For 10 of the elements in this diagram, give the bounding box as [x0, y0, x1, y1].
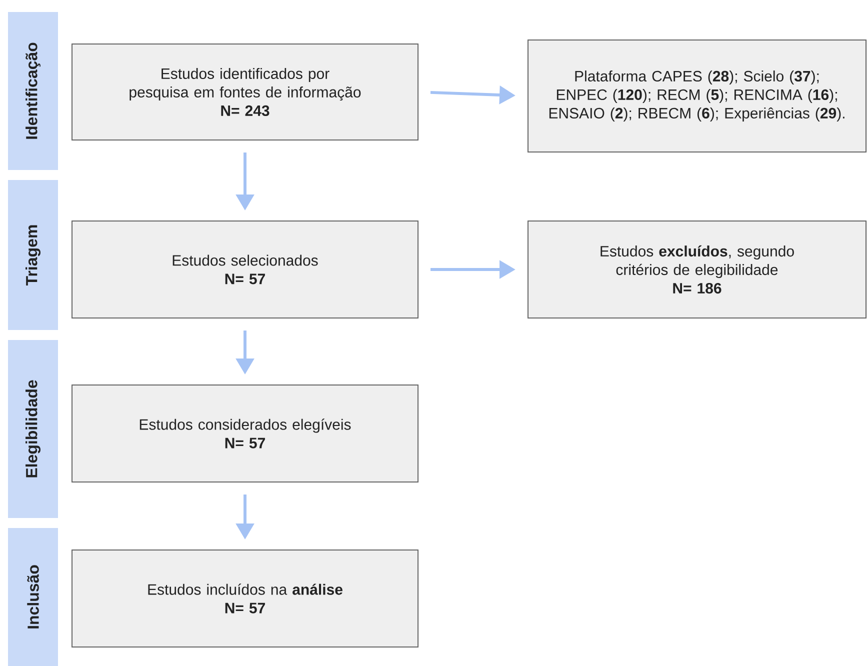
process-box: Estudos incluídos na análise N= 57 [72, 550, 418, 648]
stage-band: Inclusão [8, 528, 58, 666]
process-box: Estudos selecionados N= 57 [72, 220, 418, 318]
process-box: Estudos identificados por pesquisa em fontes de informação N= 243 [72, 44, 418, 140]
process-box: Estudos excluídos, segundo critérios de elegibilidade N= 186 [528, 220, 866, 318]
stage-band: Identificação [8, 12, 58, 170]
process-box: Estudos considerados elegíveis N= 57 [72, 384, 418, 482]
stage-band: Triagem [8, 180, 58, 330]
stage-band: Elegibilidade [8, 340, 58, 518]
process-box: Plataforma CAPES (28); Scielo (37); ENPEC (120); RECM (5); RENCIMA (16); ENSAIO (2); RBECM (6); Experiências (29). [528, 40, 866, 152]
